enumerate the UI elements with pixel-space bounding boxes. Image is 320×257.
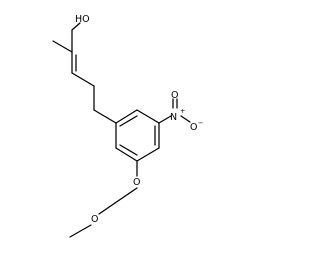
bond-nitrogen-oxygen-right: [180, 115, 191, 123]
ring-bond-4-5: [136, 147, 160, 162]
bond-ether-oxygen-methyl: [69, 224, 92, 238]
ether-oxygen-ring-label: O: [133, 177, 140, 188]
nitro-oxygen-top-label: O: [171, 90, 178, 101]
ring-bond-2-3: [136, 109, 160, 124]
ring-bond-1-2: [115, 109, 138, 124]
nitro-nitrogen-label: N: [170, 112, 177, 123]
nitro-oxygen-right-charge: −: [198, 119, 203, 127]
chemical-structure-diagram: HO N + O O − O O: [52, 14, 203, 238]
ring-double-inner-a: [119, 115, 138, 127]
ring-bond-5-6: [115, 147, 138, 162]
bond-c2-methyl: [52, 40, 73, 53]
bond-c3-c4: [71, 72, 95, 87]
bond-ring-nitrogen: [158, 115, 172, 124]
ring-double-inner-c: [119, 144, 138, 156]
bond-ether-oxygen-ch2: [114, 187, 138, 204]
ether-oxygen-methyl-label: O: [91, 214, 98, 225]
bond-ch2-ether-oxygen: [98, 202, 116, 215]
hydroxyl-label: HO: [75, 14, 90, 25]
bond-c1-oh: [71, 22, 81, 31]
nitro-nitrogen-charge: +: [180, 107, 185, 115]
bond-c5-aryl: [93, 109, 117, 124]
nitro-oxygen-right-label: O: [190, 122, 197, 133]
